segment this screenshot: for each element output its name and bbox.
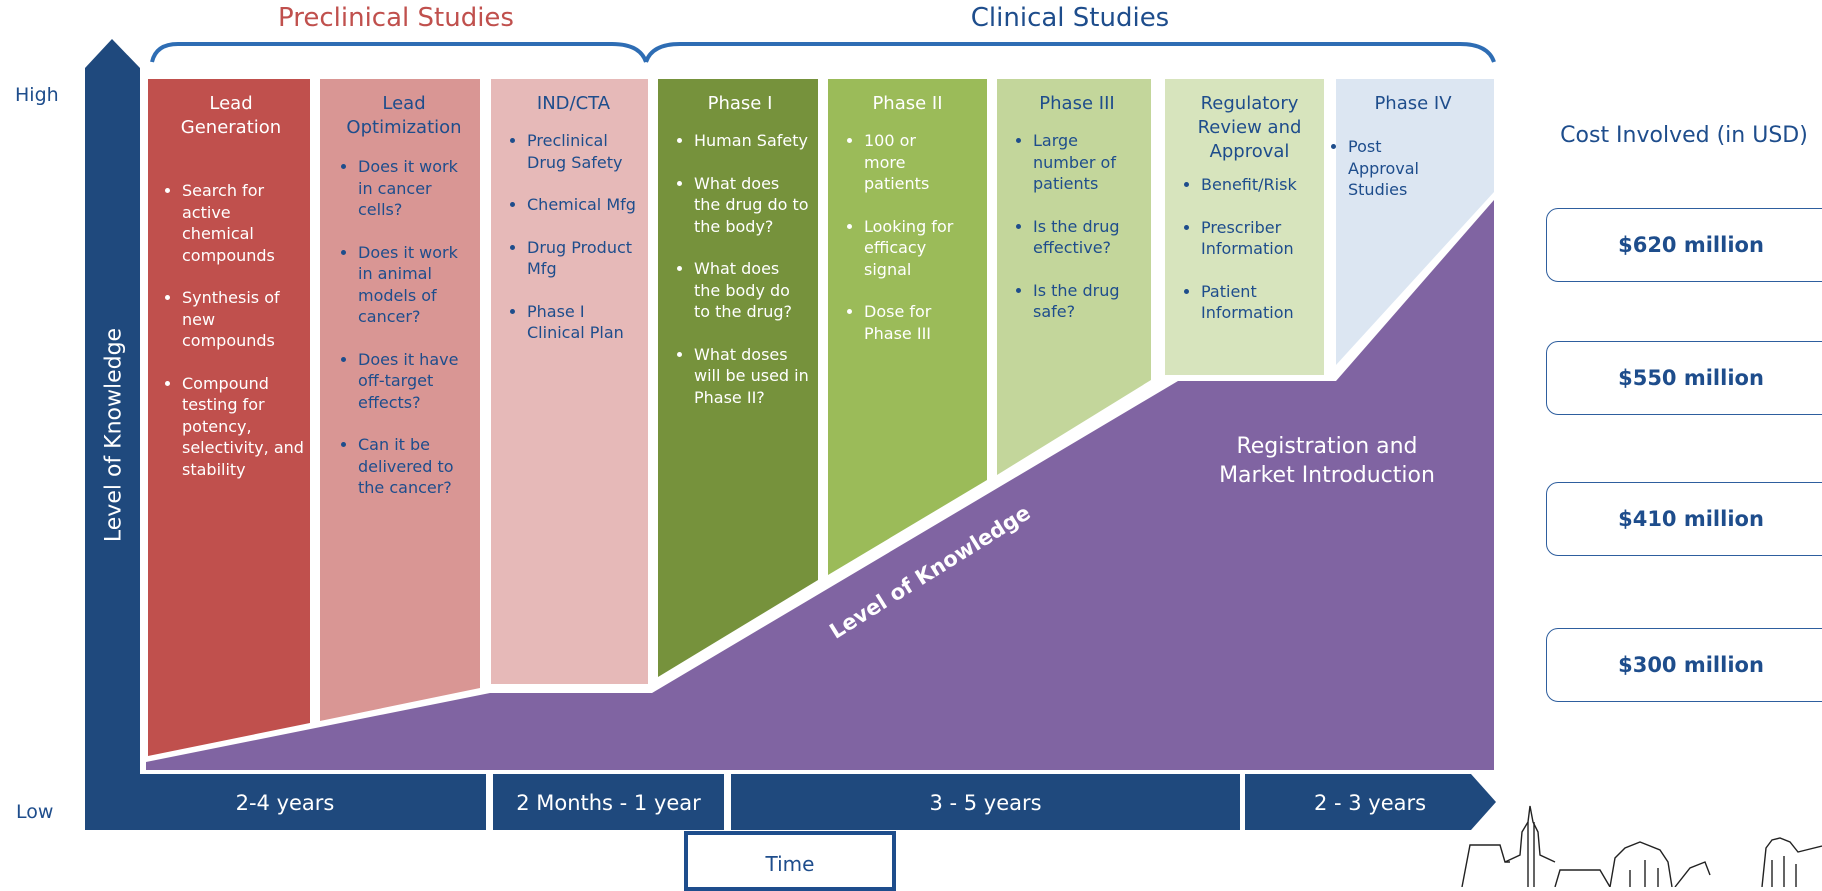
col-title: Regulatory Review and Approval [1197, 93, 1302, 162]
cost-box-1: $620 million [1546, 208, 1822, 282]
list-item: What doses will be used in Phase II? [694, 344, 810, 409]
list-item: Drug Product Mfg [527, 237, 644, 280]
list-item: Patient Information [1201, 281, 1322, 324]
col-list: Preclinical Drug Safety Chemical Mfg Dru… [503, 130, 644, 344]
list-item: Synthesis of new compounds [182, 287, 304, 352]
col-phase2: Phase II 100 or more patients Looking fo… [828, 92, 987, 365]
col-title: IND/CTA [536, 93, 611, 114]
col-shape-phase3 [997, 79, 1151, 475]
col-lead-optimization: Lead Optimization Does it work in cancer… [320, 92, 480, 520]
col-title: Phase II [872, 93, 943, 114]
col-shape-phase4 [1336, 79, 1494, 365]
list-item: Preclinical Drug Safety [527, 130, 644, 173]
col-regulatory: Regulatory Review and Approval Benefit/R… [1165, 92, 1324, 345]
list-item: Phase I Clinical Plan [527, 301, 644, 344]
list-item: Does it work in animal models of cancer? [358, 242, 474, 328]
col-list: Search for active chemical compounds Syn… [158, 180, 304, 480]
col-phase1: Phase I Human Safety What does the drug … [658, 92, 818, 429]
col-shape-phase2 [828, 79, 987, 575]
col-list: Human Safety What does the drug do to th… [670, 130, 810, 408]
col-list: Large number of patients Is the drug eff… [1009, 130, 1145, 323]
list-item: Benefit/Risk [1201, 174, 1322, 196]
col-title: Phase I [707, 93, 773, 114]
list-item: Does it work in cancer cells? [358, 156, 474, 221]
col-shape-lead-generation [148, 79, 310, 756]
timebar-segment-2 [493, 774, 724, 830]
list-item: Dose for Phase III [864, 301, 957, 344]
col-title: Phase III [1039, 93, 1115, 114]
cost-box-4: $300 million [1546, 628, 1822, 702]
col-title: Lead Optimization [346, 93, 462, 138]
col-list: 100 or more patients Looking for efficac… [840, 130, 957, 344]
preclinical-bracket [150, 42, 648, 63]
cost-box-3: $410 million [1546, 482, 1822, 556]
list-item: Large number of patients [1033, 130, 1145, 195]
col-phase4: Phase IV Post Approval Studies [1322, 92, 1494, 222]
timeline-label-2: 2 Months - 1 year [516, 791, 701, 815]
timebar-segment-1 [85, 774, 486, 830]
list-item: Human Safety [694, 130, 810, 152]
timeline-label-1: 2-4 years [235, 791, 335, 815]
list-item: Search for active chemical compounds [182, 180, 304, 266]
col-shape-lead-optimization [320, 79, 480, 721]
preclinical-title: Preclinical Studies [278, 3, 514, 33]
city-skyline-sketch [1461, 805, 1822, 887]
col-list: Does it work in cancer cells? Does it wo… [334, 156, 474, 499]
axis-high-label: High [15, 84, 59, 106]
list-item: Is the drug effective? [1033, 216, 1145, 259]
clinical-title: Clinical Studies [970, 3, 1170, 33]
col-title: Phase IV [1374, 93, 1452, 114]
timeline-label-3: 3 - 5 years [929, 791, 1042, 815]
time-axis-box: Time [684, 831, 896, 891]
list-item: What does the body do to the drug? [694, 258, 810, 323]
axis-low-label: Low [16, 801, 54, 823]
cost-title: Cost Involved (in USD) [1560, 123, 1808, 148]
registration-label: Registration and Market Introduction [1219, 434, 1435, 488]
y-axis-arrow [85, 39, 140, 830]
col-list: Benefit/Risk Prescriber Information Pati… [1177, 174, 1322, 324]
col-title: Lead Generation [180, 93, 282, 138]
timebar-segment-3 [731, 774, 1240, 830]
col-list: Post Approval Studies [1322, 136, 1448, 201]
col-shape-regulatory [1165, 79, 1324, 375]
list-item: Post Approval Studies [1348, 136, 1448, 201]
list-item: Is the drug safe? [1033, 280, 1145, 323]
list-item: Can it be delivered to the cancer? [358, 434, 474, 499]
y-axis-label: Level of Knowledge [101, 327, 127, 543]
col-phase3: Phase III Large number of patients Is th… [997, 92, 1151, 344]
list-item: Looking for efficacy signal [864, 216, 957, 281]
list-item: 100 or more patients [864, 130, 957, 195]
list-item: What does the drug do to the body? [694, 173, 810, 238]
col-shape-phase1 [658, 79, 818, 677]
cost-box-2: $550 million [1546, 341, 1822, 415]
clinical-bracket [644, 42, 1496, 63]
knowledge-area [146, 200, 1494, 770]
list-item: Prescriber Information [1201, 217, 1322, 260]
list-item: Compound testing for potency, selectivit… [182, 373, 304, 481]
timebar-segment-4 [1245, 774, 1496, 830]
timeline-label-4: 2 - 3 years [1313, 791, 1427, 815]
list-item: Chemical Mfg [527, 194, 644, 216]
list-item: Does it have off-target effects? [358, 349, 474, 414]
col-ind-cta: IND/CTA Preclinical Drug Safety Chemical… [491, 92, 648, 365]
col-lead-generation: Lead Generation Search for active chemic… [148, 92, 310, 501]
col-shape-ind-cta [491, 79, 648, 684]
